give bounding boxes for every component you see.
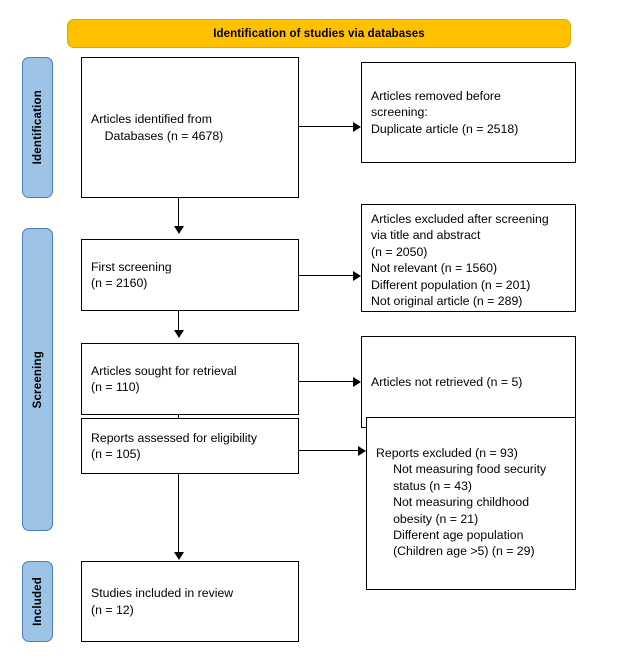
box-articles-not-retrieved: Articles not retrieved (n = 5): [361, 336, 576, 428]
stage-label-screening-text: Screening: [31, 350, 44, 409]
box-line: Not measuring childhood: [376, 495, 530, 510]
connector-sought-to-not-retrieved: [299, 381, 353, 383]
box-line: Duplicate article (n = 2518): [371, 121, 519, 136]
box-line: (Children age >5) (n = 29): [376, 544, 535, 559]
box-studies-included-in-review: Studies included in review (n = 12): [81, 561, 299, 642]
box-reports-excluded: Reports excluded (n = 93) Not measuring …: [366, 417, 576, 590]
box-line: Articles sought for retrieval: [91, 363, 237, 378]
connector-identified-to-first-screening: [178, 198, 180, 227]
stage-label-included-text: Included: [31, 577, 44, 626]
connector-assessed-to-reports-excluded: [299, 450, 358, 452]
arrowhead-identified-to-first-screening: [174, 226, 184, 234]
stage-label-screening: Screening: [22, 228, 53, 531]
box-line: Articles excluded after screening: [371, 212, 549, 226]
box-articles-excluded-after-screening: Articles excluded after screening via ti…: [361, 204, 576, 312]
box-line: (n = 12): [91, 602, 134, 617]
phase-header-identification-via-databases: Identification of studies via databases: [67, 19, 571, 48]
box-line: Articles not retrieved (n = 5): [371, 374, 523, 389]
arrowhead-sought-to-not-retrieved: [353, 377, 361, 387]
box-line: Not original article (n = 289): [371, 294, 523, 309]
stage-label-identification-text: Identification: [31, 90, 44, 165]
box-line: via title and abstract: [371, 228, 481, 243]
box-line: Articles removed before: [371, 88, 501, 103]
box-line: Databases (n = 4678): [91, 128, 224, 143]
box-line: (n = 105): [91, 447, 141, 461]
box-reports-assessed-for-eligibility: Reports assessed for eligibility (n = 10…: [81, 418, 299, 474]
arrowhead-first-screening-to-excluded: [353, 271, 361, 281]
arrowhead-assessed-to-reports-excluded: [358, 446, 366, 456]
box-first-screening: First screening (n = 2160): [81, 239, 299, 311]
stage-label-included: Included: [22, 561, 53, 642]
arrowhead-assessed-to-included: [174, 552, 184, 560]
box-line: Not relevant (n = 1560): [371, 261, 498, 276]
box-line: Different age population: [376, 528, 524, 543]
box-line: (n = 2050): [371, 244, 428, 259]
phase-header-label: Identification of studies via databases: [213, 27, 425, 40]
connector-first-screening-to-excluded: [299, 275, 353, 277]
connector-identified-to-removed: [299, 126, 353, 128]
box-line: obesity (n = 21): [376, 511, 479, 526]
connector-assessed-to-included: [178, 474, 180, 553]
box-articles-sought-for-retrieval: Articles sought for retrieval (n = 110): [81, 343, 299, 415]
stage-label-identification: Identification: [22, 57, 53, 198]
arrowhead-identified-to-removed: [353, 122, 361, 132]
connector-first-screening-to-sought: [178, 311, 180, 332]
box-articles-removed-before-screening: Articles removed before screening: Dupli…: [361, 62, 576, 163]
box-articles-identified-from-databases: Articles identified from Databases (n = …: [81, 57, 299, 198]
box-line: First screening: [91, 259, 172, 274]
box-line: (n = 110): [91, 380, 140, 394]
box-line: Reports assessed for eligibility: [91, 430, 258, 445]
box-line: Not measuring food security: [376, 462, 547, 477]
box-line: status (n = 43): [376, 478, 473, 493]
box-line: screening:: [371, 105, 428, 120]
box-line: Different population (n = 201): [371, 277, 531, 292]
box-line: Reports excluded (n = 93): [376, 446, 518, 460]
arrowhead-first-screening-to-sought: [174, 330, 184, 338]
box-line: (n = 2160): [91, 276, 148, 290]
box-line: Articles identified from: [91, 112, 212, 127]
box-line: Studies included in review: [91, 586, 234, 601]
